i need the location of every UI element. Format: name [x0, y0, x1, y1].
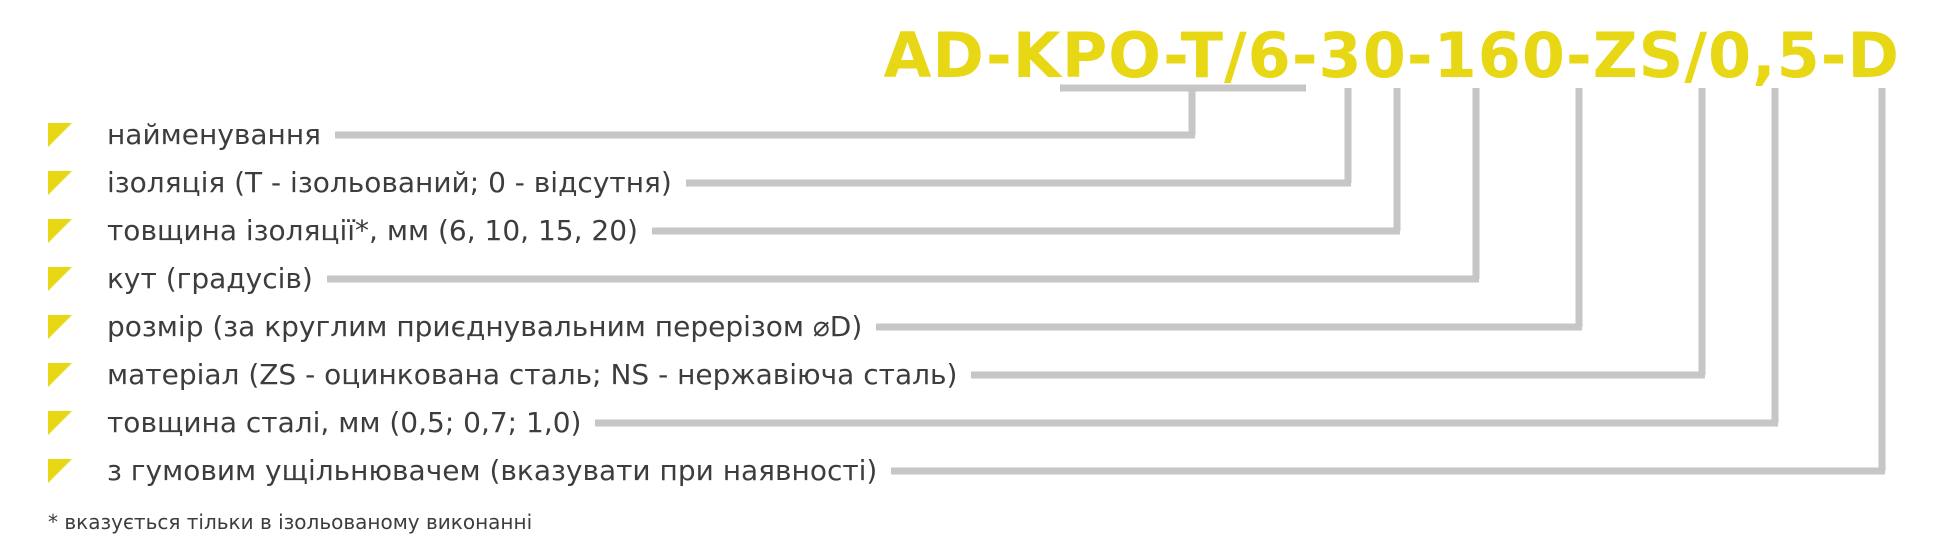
legend-label-insulation: ізоляція (T - ізольований; 0 - відсутня): [107, 163, 686, 203]
legend-label-angle: кут (градусів): [107, 259, 327, 299]
legend-row-insulation-thickness: товщина ізоляції*, мм (6, 10, 15, 20): [48, 211, 652, 251]
legend-row-material: матеріал (ZS - оцинкована сталь; NS - не…: [48, 355, 972, 395]
legend-row-steel-thickness: товщина сталі, мм (0,5; 0,7; 1,0): [48, 403, 596, 443]
triangle-bullet-icon: [48, 363, 72, 387]
legend-row-angle: кут (градусів): [48, 259, 327, 299]
triangle-bullet-icon: [48, 315, 72, 339]
legend-label-insulation-thickness: товщина ізоляції*, мм (6, 10, 15, 20): [107, 211, 652, 251]
footnote: * вказується тільки в ізольованому викон…: [48, 510, 533, 534]
legend-label-size: розмір (за круглим приєднувальним перері…: [107, 307, 877, 347]
legend-label-steel-thickness: товщина сталі, мм (0,5; 0,7; 1,0): [107, 403, 596, 443]
triangle-bullet-icon: [48, 267, 72, 291]
legend-label-material: матеріал (ZS - оцинкована сталь; NS - не…: [107, 355, 972, 395]
legend-label-seal: з гумовим ущільнювачем (вказувати при на…: [107, 451, 892, 491]
legend-label-name: найменування: [107, 115, 336, 155]
legend-row-name: найменування: [48, 115, 336, 155]
triangle-bullet-icon: [48, 459, 72, 483]
triangle-bullet-icon: [48, 171, 72, 195]
legend-row-seal: з гумовим ущільнювачем (вказувати при на…: [48, 451, 892, 491]
triangle-bullet-icon: [48, 411, 72, 435]
legend-row-insulation: ізоляція (T - ізольований; 0 - відсутня): [48, 163, 686, 203]
triangle-bullet-icon: [48, 123, 72, 147]
triangle-bullet-icon: [48, 219, 72, 243]
legend-row-size: розмір (за круглим приєднувальним перері…: [48, 307, 877, 347]
product-code: AD-KPO-T/6-30-160-ZS/0,5-D: [883, 19, 1900, 92]
